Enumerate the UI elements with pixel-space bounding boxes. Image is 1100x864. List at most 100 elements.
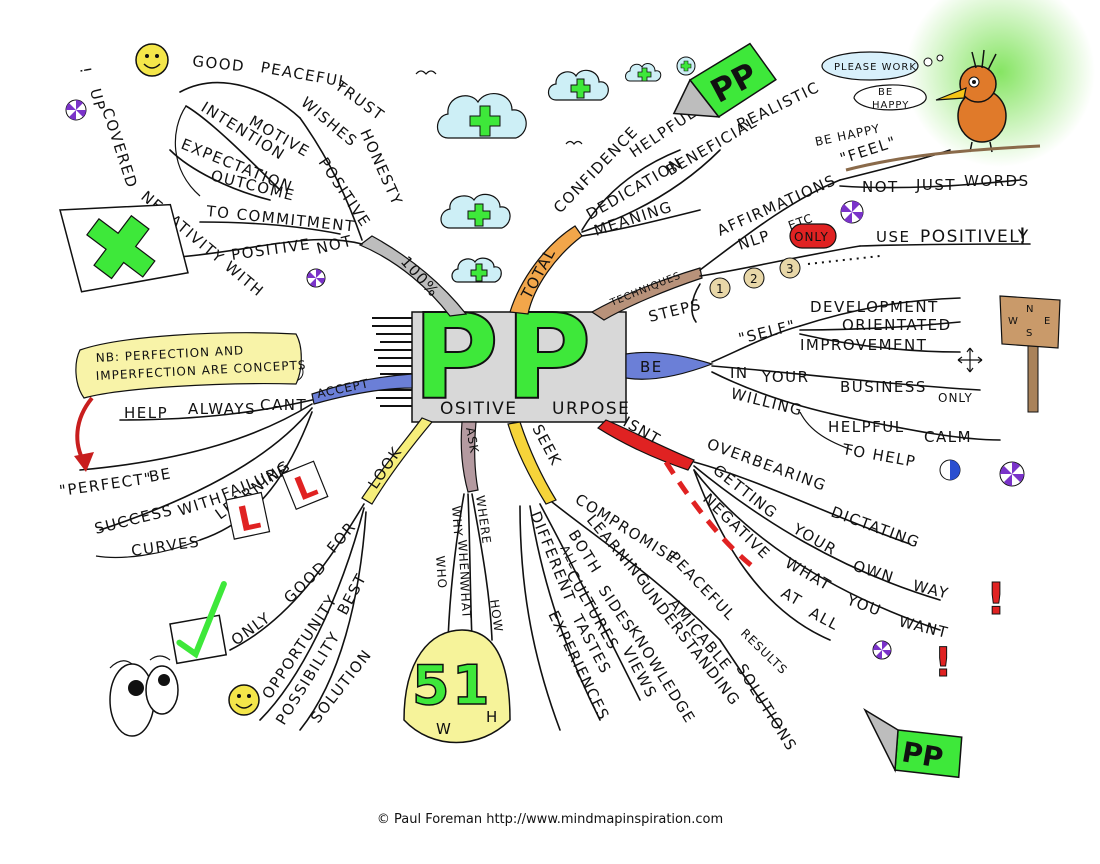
word-self: "SELF" (737, 316, 798, 348)
word-positively: POSITIVELY (920, 227, 1030, 247)
word-why: WHY (449, 505, 465, 537)
svg-text:N: N (1026, 304, 1034, 315)
svg-text:1: 1 (452, 654, 490, 717)
move-arrows-icon (957, 347, 983, 373)
pinwheel-icon (65, 99, 87, 121)
word-development: DEVELOPMENT (810, 298, 939, 316)
bird-glow (905, 0, 1095, 167)
svg-text:E: E (1044, 316, 1051, 327)
branch-look-shape (361, 417, 433, 505)
svg-text:HAPPY: HAPPY (872, 100, 909, 111)
word-dictating: DICTATING (829, 503, 923, 552)
word-what: WHAT (457, 579, 474, 619)
svg-text:W: W (1008, 316, 1019, 327)
branch-be-shape (625, 351, 714, 380)
cloud-plus-tiny (676, 56, 696, 76)
branch-accept-shape (311, 373, 413, 405)
signpost-icon: N W E S (999, 295, 1061, 413)
word-in: IN (730, 364, 749, 382)
word-only: ONLY (938, 391, 973, 405)
step-1-circle (709, 277, 731, 299)
learner-plate-icon: L (225, 491, 271, 540)
word-at: AT (778, 584, 805, 610)
word-curves: CURVES (130, 532, 201, 559)
smiley-icon (228, 684, 260, 716)
step-3-circle (779, 257, 801, 279)
word-excl-up: ! (76, 66, 95, 77)
step-2-label: 2 (750, 272, 759, 286)
pinwheel-icon (840, 200, 864, 224)
bird-perch-branch (845, 144, 1041, 172)
word-cant: CANT (260, 396, 307, 414)
dotted-trail (807, 255, 881, 265)
half-circle-icon (939, 459, 961, 481)
step-2-circle (743, 267, 765, 289)
pinwheel-icon (999, 461, 1025, 487)
bird-silhouette-icon (565, 140, 583, 145)
word-to-help: TO HELP (840, 440, 917, 471)
cloud-plus (547, 69, 609, 101)
bird-silhouette-icon (415, 70, 437, 75)
word-words: WORDS (964, 172, 1030, 190)
word-best: BEST (334, 570, 371, 618)
word-where: WHERE (473, 494, 494, 545)
cloud-plus-small (625, 63, 662, 82)
branch-be-label: BE (640, 358, 663, 376)
word-who: WHO (433, 555, 449, 589)
word-excl: ! (1018, 225, 1028, 250)
central-word-positive: OSITIVE (440, 399, 517, 419)
nb-note: NB: PERFECTION AND IMPERFECTION ARE CONC… (75, 332, 307, 399)
exclamation-red: ! (934, 640, 952, 686)
branch-ask-label: ASK (463, 426, 481, 455)
word-to-commitment: TO COMMITMENT (205, 202, 357, 236)
word-help: HELP (124, 404, 168, 422)
word-only: ONLY (794, 230, 829, 244)
word-helpful: HELPFUL (828, 418, 905, 436)
branch-seek-shape (507, 421, 557, 505)
central-box (411, 311, 627, 423)
word-positive-2: POSITIVE (230, 235, 312, 264)
branch-seek-subtree: COMPROMISE PEACEFUL RESULTS SOLUTIONS AM… (519, 490, 801, 755)
svg-text:PLEASE WORK: PLEASE WORK (834, 62, 917, 73)
word-perfect: "PERFECT" (58, 469, 154, 500)
credit-line: © Paul Foreman http://www.mindmapinspira… (376, 812, 724, 827)
word-want: WANT (897, 612, 951, 642)
smiley-icon (135, 43, 169, 77)
word-how: HOW (487, 598, 506, 633)
word-your: YOUR (789, 519, 840, 559)
word-success: SUCCESS (93, 501, 175, 538)
word-when: WHEN (455, 539, 472, 581)
comb-lines (372, 317, 412, 407)
checkmark-icon (169, 581, 228, 665)
branch-ask-shape (460, 421, 479, 493)
word-just: JUST (915, 176, 956, 194)
first-aid-sign (59, 203, 189, 293)
word-all: ALL (806, 604, 842, 635)
word-trust: TRUST (331, 76, 388, 125)
pinwheel-icon (306, 268, 326, 288)
branch-isnt-shape (597, 419, 695, 471)
pinwheel-icon (872, 640, 892, 660)
eyes-icon (109, 655, 179, 737)
hill-51-icon: 5 1 W H (403, 629, 511, 744)
word-business: BUSINESS (840, 378, 927, 396)
exclamation-red: ! (986, 574, 1006, 625)
word-only: ONLY (228, 608, 275, 649)
word-willing: WILLING (729, 384, 805, 419)
cloud-plus-large (436, 93, 527, 139)
central-pp: PP (413, 288, 598, 426)
pp-marker-icon: PP (863, 707, 963, 779)
svg-text:H: H (486, 708, 499, 726)
word-up: UP (86, 87, 109, 114)
word-good: GOOD (192, 52, 246, 75)
thought-bubble-please-work: PLEASE WORK (821, 51, 944, 81)
word-improvement: IMPROVEMENT (800, 336, 927, 354)
word-way: WAY (911, 576, 951, 602)
branch-ask-subtree: WHERE WHY WHEN WHAT WHO HOW 5 1 W H (403, 493, 511, 744)
word-use: USE (876, 228, 910, 246)
cloud-plus (440, 193, 511, 229)
word-honesty: HONESTY (356, 126, 406, 208)
word-not: NOT (315, 232, 355, 258)
branch-techniques-shape (590, 267, 703, 321)
word-own: OWN (851, 557, 897, 587)
